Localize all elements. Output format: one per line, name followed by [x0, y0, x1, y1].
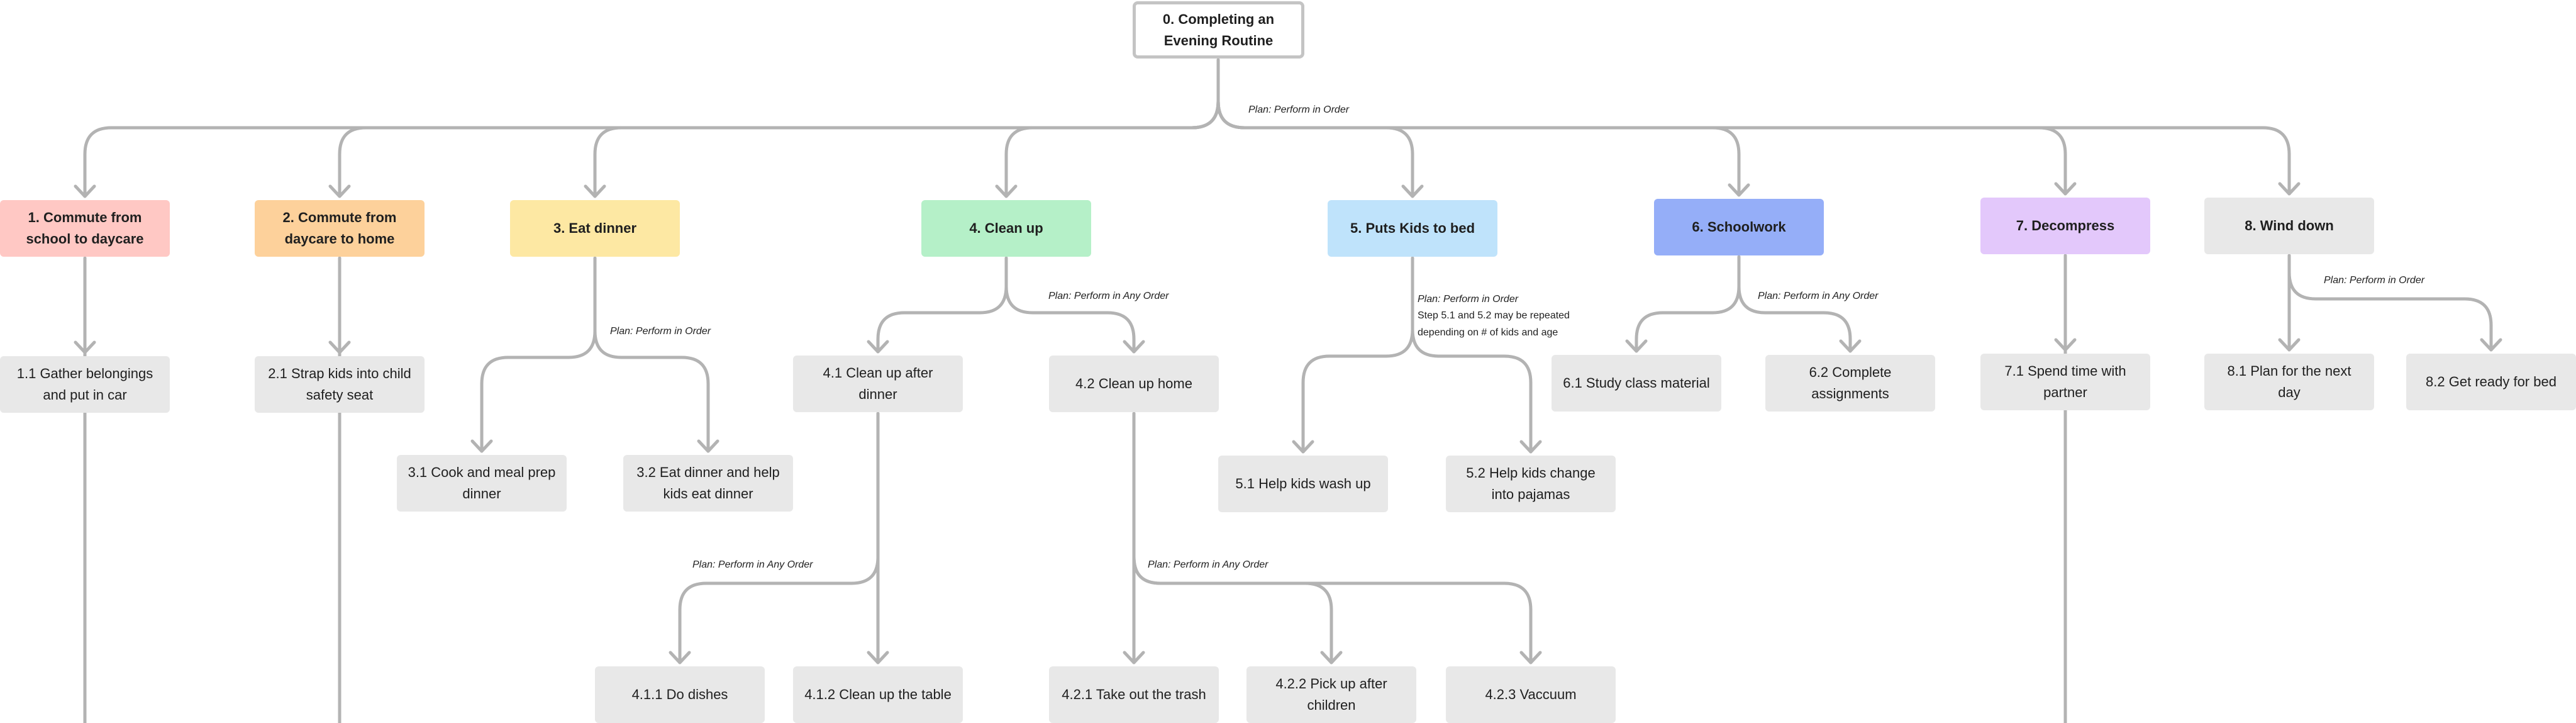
edge-task-8-arrowhead-2 [2480, 338, 2502, 352]
edge-task-3-arrowhead-2 [697, 439, 719, 453]
subtask-8-1-node: 8.1 Plan for the next day [2204, 354, 2374, 410]
edge-task-4-1-arrowhead-2 [867, 651, 889, 664]
edge-root-arrowhead-6 [1728, 183, 1750, 197]
edge-task-4-2-arrowhead-3 [1519, 651, 1542, 664]
task-8-node: 8. Wind down [2204, 198, 2374, 254]
edge-root-arrowhead-7 [2054, 182, 2077, 196]
note-task-5-repeat: Step 5.1 and 5.2 may be repeated dependi… [1418, 310, 1570, 338]
edge-root-arrowhead-5 [1401, 184, 1424, 198]
edge-task-6-arrowhead-1 [1625, 339, 1648, 353]
edge-task-1-arrowhead-1 [74, 340, 96, 354]
plan-label-task-5: Plan: Perform in Order [1418, 294, 1519, 305]
subtask-2-1-node: 2.1 Strap kids into child safety seat [255, 356, 425, 413]
edge-task-4-1-branch-1 [678, 555, 880, 664]
plan-label-task-6: Plan: Perform in Any Order [1758, 291, 1879, 301]
subtask-4-1-1-node: 4.1.1 Do dishes [595, 666, 765, 723]
edge-task-5-branch-2 [1411, 328, 1533, 454]
edge-root-arrowhead-1 [74, 184, 96, 198]
edge-root-arrowhead-3 [584, 184, 606, 198]
task-6-node: 6. Schoolwork [1654, 199, 1824, 255]
edge-task-4-arrowhead-1 [867, 340, 889, 354]
edge-task-5-arrowhead-1 [1292, 440, 1314, 454]
plan-label-task-4-1: Plan: Perform in Any Order [692, 559, 813, 570]
subtask-3-1-node: 3.1 Cook and meal prep dinner [397, 455, 567, 512]
edge-task-4-2-branch-2 [1132, 555, 1333, 664]
subtask-4-1-2-node: 4.1.2 Clean up the table [793, 666, 963, 723]
edge-task-4-2-branch-3 [1132, 555, 1533, 664]
edge-task-7-arrowhead-1 [2054, 338, 2077, 352]
plan-label-task-4-2: Plan: Perform in Any Order [1148, 559, 1269, 570]
task-1-node: 1. Commute from school to daycare [0, 200, 170, 257]
plan-label-task-4: Plan: Perform in Any Order [1048, 291, 1169, 301]
edge-task-4-2-arrowhead-2 [1320, 651, 1343, 664]
edge-root-arrowhead-2 [328, 184, 351, 198]
subtask-5-1-node: 5.1 Help kids wash up [1218, 456, 1388, 512]
subtask-4-2-node: 4.2 Clean up home [1049, 356, 1219, 412]
task-7-node: 7. Decompress [1980, 198, 2150, 254]
edge-root-arrowhead-8 [2278, 182, 2301, 196]
edge-task-5-branch-1 [1301, 328, 1414, 454]
subtask-4-2-3-node: 4.2.3 Vaccuum [1446, 666, 1616, 723]
task-2-node: 2. Commute from daycare to home [255, 200, 425, 257]
plan-label-task-8: Plan: Perform in Order [2324, 275, 2425, 286]
edge-task-3-branch-2 [593, 329, 710, 453]
edge-task-4-2-arrowhead-1 [1123, 651, 1145, 664]
edge-task-4-arrowhead-2 [1123, 340, 1145, 354]
edge-root-branch-2 [338, 99, 1220, 198]
edge-task-4-branch-1 [876, 284, 1008, 354]
edge-root-arrowhead-4 [995, 184, 1018, 198]
root-task-node: 0. Completing an Evening Routine [1133, 1, 1304, 59]
edge-root-branch-3 [593, 99, 1220, 198]
edge-task-6-arrowhead-2 [1839, 339, 1862, 353]
task-4-node: 4. Clean up [921, 200, 1091, 257]
subtask-6-1-node: 6.1 Study class material [1552, 355, 1721, 412]
subtask-4-1-node: 4.1 Clean up after dinner [793, 356, 963, 412]
edge-task-4-branch-2 [1004, 284, 1136, 354]
edge-task-4-1-arrowhead-1 [669, 651, 691, 664]
task-3-node: 3. Eat dinner [510, 200, 680, 257]
subtask-7-1-node: 7.1 Spend time with partner [1980, 354, 2150, 410]
subtask-3-2-node: 3.2 Eat dinner and help kids eat dinner [623, 455, 793, 512]
subtask-6-2-node: 6.2 Complete assignments [1765, 355, 1935, 412]
plan-label-root: Plan: Perform in Order [1248, 104, 1350, 115]
subtask-1-1-node: 1.1 Gather belongings and put in car [0, 356, 170, 413]
task-5-node: 5. Puts Kids to bed [1328, 200, 1497, 257]
edge-task-6-branch-2 [1737, 284, 1852, 353]
subtask-4-2-2-node: 4.2.2 Pick up after children [1246, 666, 1416, 723]
edge-task-5-arrowhead-2 [1519, 440, 1542, 454]
subtask-5-2-node: 5.2 Help kids change into pajamas [1446, 456, 1616, 512]
edge-root-branch-4 [1004, 99, 1220, 198]
edge-task-3-arrowhead-1 [470, 439, 493, 453]
edge-task-8-branch-2 [2287, 271, 2493, 352]
edge-task-2-arrowhead-1 [328, 340, 351, 354]
subtask-8-2-node: 8.2 Get ready for bed [2406, 354, 2576, 410]
subtask-4-2-1-node: 4.2.1 Take out the trash [1049, 666, 1219, 723]
edge-root-branch-1 [83, 99, 1220, 198]
edge-task-6-branch-1 [1635, 284, 1741, 353]
plan-label-task-3: Plan: Perform in Order [610, 326, 711, 337]
edge-task-3-branch-1 [480, 329, 597, 453]
edge-root-branch-8 [1216, 99, 2291, 196]
edge-task-8-arrowhead-1 [2278, 338, 2301, 352]
